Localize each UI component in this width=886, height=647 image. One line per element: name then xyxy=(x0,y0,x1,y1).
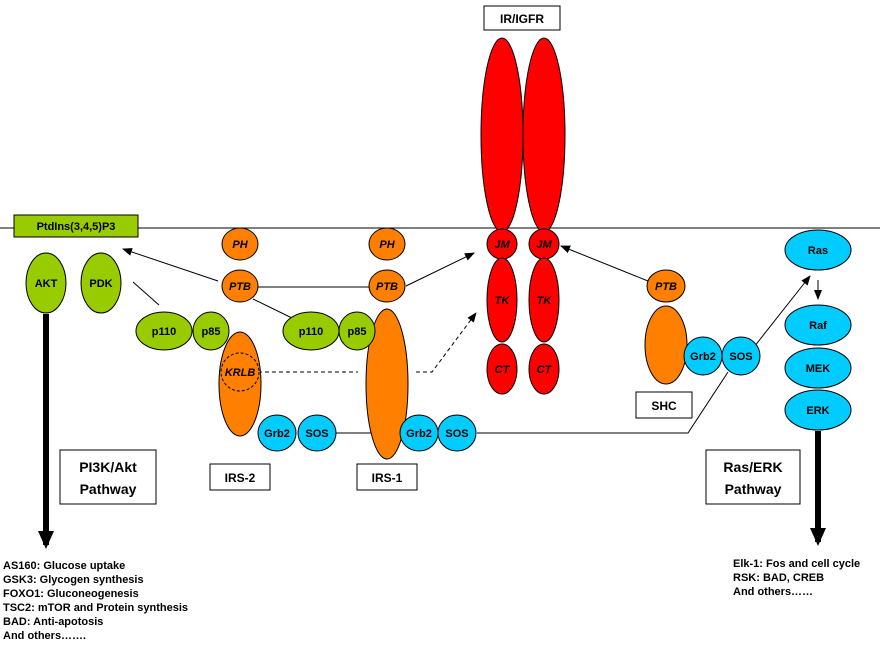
irs1-grb2-label: Grb2 xyxy=(406,428,432,440)
akt-node xyxy=(25,252,67,314)
mek-node xyxy=(784,347,852,389)
irs2-krlb-domain xyxy=(220,352,260,392)
receptor-ct-right xyxy=(528,343,560,395)
irs2-krlb-label: KRLB xyxy=(225,367,256,379)
irs2-p85 xyxy=(192,311,230,351)
erk-label: ERK xyxy=(806,405,829,417)
receptor-title-box xyxy=(483,5,561,31)
receptor-jm-right-label: JM xyxy=(536,239,552,251)
irs1-ptb-domain xyxy=(368,269,406,303)
shc-label-box xyxy=(635,391,693,419)
mek-label: MEK xyxy=(806,363,831,375)
irs1-ptb-label: PTB xyxy=(376,281,398,293)
irs1-body xyxy=(365,308,409,460)
irs1-sos xyxy=(437,414,477,452)
shc-sos xyxy=(721,336,761,376)
receptor-extracellular-left xyxy=(480,37,524,233)
irs1-sos-to-shc-sos-line xyxy=(477,371,729,434)
sos-to-ras-arrow xyxy=(753,275,811,348)
pi3k-pathway-title-2: Pathway xyxy=(80,481,137,497)
receptor-tk-right-label: TK xyxy=(537,295,553,307)
irs1-label-box xyxy=(356,463,418,491)
irs2-p85-label: p85 xyxy=(202,326,221,338)
raf-node xyxy=(784,304,852,346)
shc-grb2-label: Grb2 xyxy=(690,351,716,363)
ras-pathway-title-2: Pathway xyxy=(725,481,782,497)
pi3k-target-6: And others……. xyxy=(3,630,86,642)
irs2-label: IRS-2 xyxy=(225,471,256,485)
pi3k-target-5: BAD: Anti-apotosis xyxy=(3,616,103,628)
erk-node xyxy=(784,389,852,431)
irs2-ptb-p85-line xyxy=(252,298,297,321)
receptor-jm-left-label: JM xyxy=(494,239,510,251)
pi3k-pathway-title-1: PI3K/Akt xyxy=(79,459,137,475)
ras-node xyxy=(784,229,852,271)
ptdins-box xyxy=(13,214,139,238)
irs1-sos-label: SOS xyxy=(445,428,468,440)
pdk-label: PDK xyxy=(89,278,112,290)
ras-pathway-title-1: Ras/ERK xyxy=(723,459,782,475)
shc-ptb-label: PTB xyxy=(655,281,677,293)
ptdins-label: PtdIns(3,4,5)P3 xyxy=(37,221,116,233)
irs2-p110-label: p110 xyxy=(152,326,176,338)
irs2-sos xyxy=(297,414,337,452)
ras-target-2: RSK: BAD, CREB xyxy=(733,572,824,584)
shc-sos-label: SOS xyxy=(729,351,752,363)
receptor-title: IR/IGFR xyxy=(500,12,544,26)
pi3k-target-2: GSK3: Glycogen synthesis xyxy=(3,574,144,586)
irs1-ptb-to-jm-arrow xyxy=(405,252,475,287)
ras-pathway-box xyxy=(705,449,801,505)
receptor-extracellular-right xyxy=(522,37,566,233)
pi3k-pathway-box xyxy=(59,449,157,505)
irs1-p110-label: p110 xyxy=(299,326,323,338)
receptor-ct-left xyxy=(486,343,518,395)
pi3k-target-1: AS160: Glucose uptake xyxy=(3,560,125,572)
irs1-p85 xyxy=(338,311,376,351)
shc-body xyxy=(644,305,688,385)
shc-label: SHC xyxy=(651,399,677,413)
irs1-label: IRS-1 xyxy=(372,471,403,485)
irs2-grb2-label: Grb2 xyxy=(264,428,290,440)
irs1-ph-label: PH xyxy=(379,239,395,251)
p110-to-pdk-line xyxy=(132,281,160,306)
irs2-p110 xyxy=(135,311,193,351)
irs2-ptb-domain xyxy=(221,269,259,303)
receptor-tk-right xyxy=(528,257,560,343)
raf-label: Raf xyxy=(809,320,827,332)
ras-label: Ras xyxy=(808,245,828,257)
irs1-ph-domain xyxy=(368,227,406,261)
shc-ptb-domain xyxy=(646,269,686,303)
shc-ptb-to-jm-arrow xyxy=(560,245,649,282)
receptor-tk-left xyxy=(486,257,518,343)
irs2-sos-label: SOS xyxy=(305,428,328,440)
akt-label: AKT xyxy=(35,278,58,290)
receptor-ct-left-label: CT xyxy=(495,364,511,376)
krlb-to-tk-dashed-arrow xyxy=(416,312,477,373)
irs2-ph-label: PH xyxy=(232,239,248,251)
pdk-node xyxy=(80,252,122,314)
irs1-p85-label: p85 xyxy=(348,326,367,338)
irs2-ptb-to-ptdins-arrow xyxy=(122,248,219,282)
irs2-label-box xyxy=(209,463,271,491)
irs2-ptb-label: PTB xyxy=(229,281,251,293)
receptor-tk-left-label: TK xyxy=(495,295,511,307)
receptor-ct-right-label: CT xyxy=(537,364,553,376)
ras-target-3: And others…… xyxy=(733,586,813,598)
irs2-grb2 xyxy=(257,414,297,452)
irs2-ph-domain xyxy=(221,227,259,261)
pi3k-target-4: TSC2: mTOR and Protein synthesis xyxy=(3,602,188,614)
irs2-body xyxy=(218,331,262,437)
pi3k-target-3: FOXO1: Gluconeogenesis xyxy=(3,588,139,600)
ras-target-1: Elk-1: Fos and cell cycle xyxy=(733,558,860,570)
